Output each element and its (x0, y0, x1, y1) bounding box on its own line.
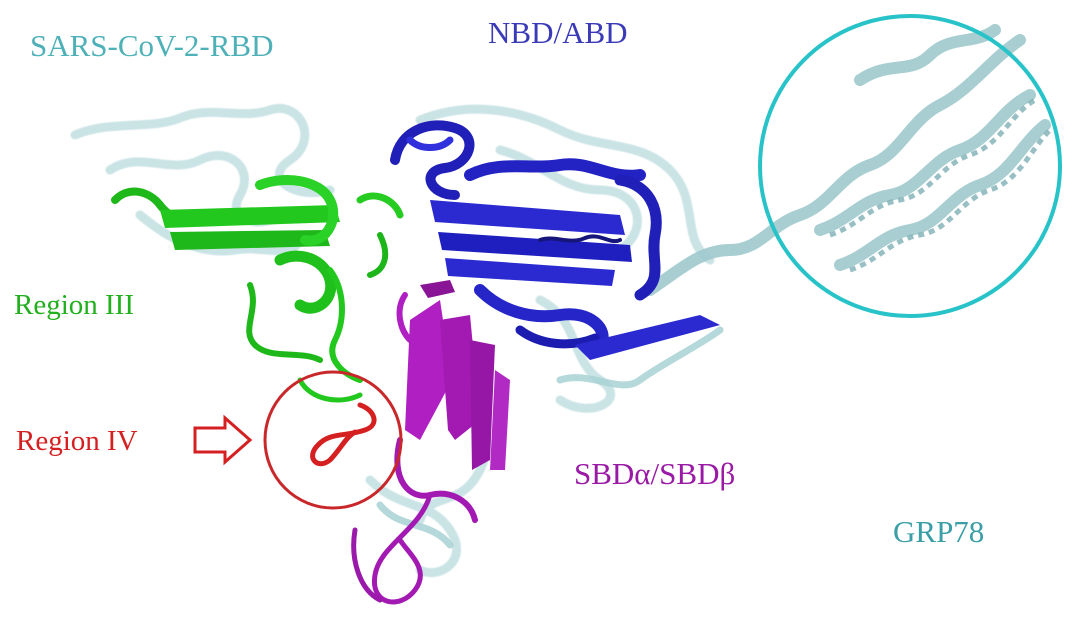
sbd-domain (351, 280, 510, 605)
nbd-abd-label: NBD/ABD (488, 15, 628, 50)
sars-cov-2-rbd-label: SARS-CoV-2-RBD (30, 28, 274, 63)
right-arrow-icon (193, 414, 253, 466)
sbd-label: SBDα/SBDβ (574, 456, 736, 491)
grp78-highlight-circle (758, 14, 1062, 318)
region-iv-label: Region IV (16, 425, 138, 457)
grp78-helix-dark (829, 97, 1052, 273)
region-iii-label: Region III (14, 289, 134, 321)
region-iv-highlight-circle (263, 370, 403, 510)
grp78-helix (644, 24, 1051, 296)
region-iv-loop (310, 402, 377, 467)
region-iii-domain (111, 175, 404, 403)
nbd-abd-domain (390, 120, 720, 360)
grp78-label: GRP78 (893, 514, 985, 549)
